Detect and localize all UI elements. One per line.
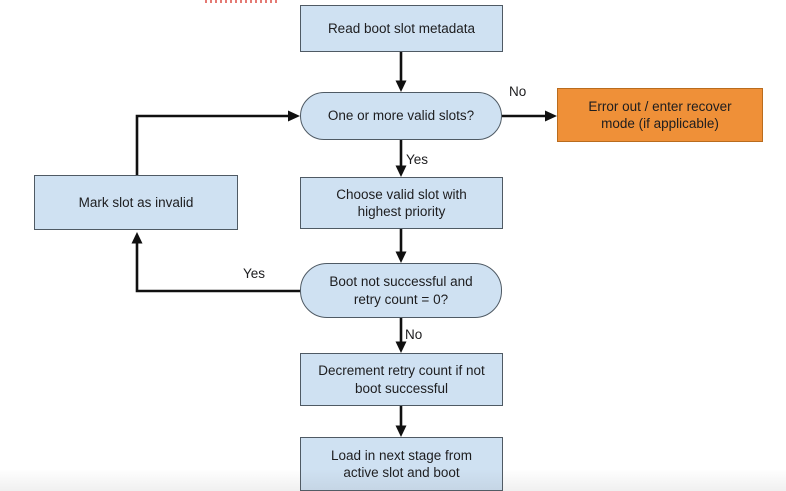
node-load-next-stage[interactable]: Load in next stage from active slot and … <box>300 437 503 491</box>
node-valid-slots-decision[interactable]: One or more valid slots? <box>300 92 502 140</box>
arrowhead-up-icon <box>131 232 143 244</box>
node-choose-valid-slot[interactable]: Choose valid slot with highest priority <box>300 177 503 229</box>
node-label: Load in next stage from active slot and … <box>330 447 473 480</box>
edge-label-yes-retry-zero: Yes <box>243 266 266 281</box>
node-mark-slot-invalid[interactable]: Mark slot as invalid <box>34 175 238 230</box>
arrowhead-down-icon <box>395 80 407 92</box>
cropped-red-marks-artifact <box>205 0 278 3</box>
arrowhead-right-icon <box>545 110 557 122</box>
node-label: Boot not successful and retry count = 0? <box>329 274 473 307</box>
edge-bootcheck-to-mark <box>135 243 300 293</box>
node-boot-retry-decision[interactable]: Boot not successful and retry count = 0? <box>300 263 502 318</box>
edge-label-no-valid-slots: No <box>509 84 527 99</box>
node-label: One or more valid slots? <box>327 108 475 124</box>
node-label: Read boot slot metadata <box>327 20 476 36</box>
node-error-recover-mode[interactable]: Error out / enter recover mode (if appli… <box>557 88 763 142</box>
node-label: Decrement retry count if not boot succes… <box>318 363 485 396</box>
arrowhead-down-icon <box>395 425 407 437</box>
node-label: Error out / enter recover mode (if appli… <box>588 98 732 131</box>
arrowhead-right-icon <box>288 110 300 122</box>
arrowhead-down-icon <box>395 341 407 353</box>
node-read-boot-slot-metadata[interactable]: Read boot slot metadata <box>300 5 503 52</box>
node-decrement-retry-count[interactable]: Decrement retry count if not boot succes… <box>300 353 503 406</box>
node-label: Mark slot as invalid <box>78 194 194 210</box>
edge-mark-to-validcheck <box>135 114 288 175</box>
arrowhead-down-icon <box>395 251 407 263</box>
arrowhead-down-icon <box>395 165 407 177</box>
edge-label-no-retry-zero: No <box>405 327 423 342</box>
node-label: Choose valid slot with highest priority <box>336 186 467 219</box>
edge-label-yes-valid-slots: Yes <box>406 152 429 167</box>
